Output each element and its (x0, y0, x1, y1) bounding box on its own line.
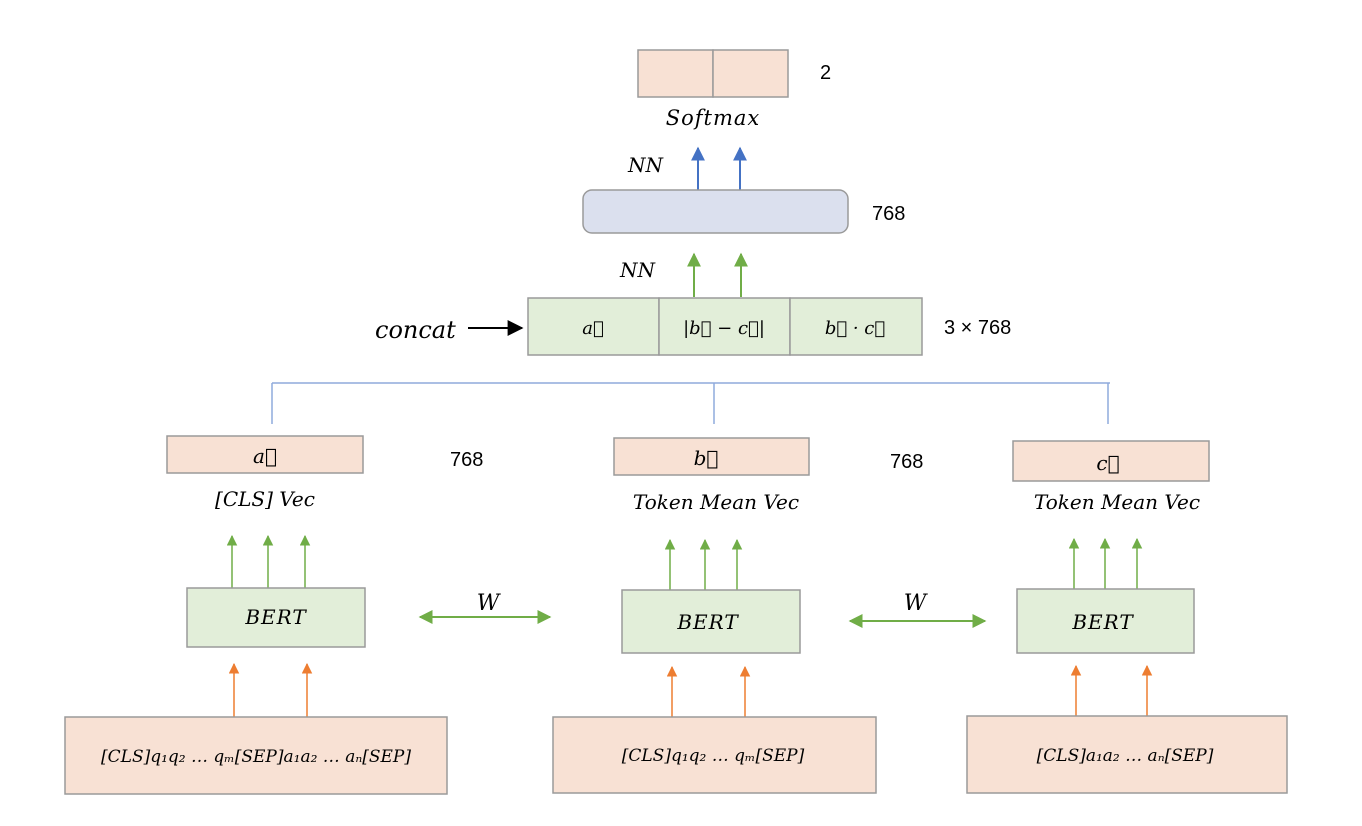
input-text-1: [CLS]q₁q₂ … qₘ[SEP]a₁a₂ … aₙ[SEP] (101, 747, 411, 767)
shared-weight-label-2: W (904, 591, 929, 616)
input-box-1 (64, 716, 448, 795)
concat-cell-a: a⃗ (582, 318, 604, 339)
vector-a-box (166, 435, 364, 474)
concat-label: concat (375, 316, 456, 344)
vector-a-caption: [CLS] Vec (215, 487, 315, 511)
vector-c-caption: Token Mean Vec (1034, 490, 1200, 514)
softmax-label: Softmax (666, 106, 761, 130)
softmax-output-box (637, 49, 789, 98)
bert-label-3: BERT (1071, 610, 1134, 634)
connector-bracket (271, 382, 1110, 424)
vector-a-label: a⃗ (253, 444, 277, 468)
vector-c-label: c⃗ (1096, 451, 1119, 475)
nn-upper-label: NN (627, 153, 665, 177)
softmax-dim-label: 2 (820, 62, 831, 84)
vector-dim-label-1: 768 (450, 449, 483, 471)
nn-lower-label: NN (619, 258, 657, 282)
vector-b-label: b⃗ (694, 446, 719, 470)
vector-c-box (1012, 440, 1210, 482)
concat-cell-abs-diff: |b⃗ − c⃗| (683, 318, 765, 339)
bert-encoder-2 (621, 589, 801, 654)
input-box-2 (552, 716, 877, 794)
vector-dim-label-2: 768 (890, 451, 923, 473)
concat-box (527, 297, 923, 356)
shared-weight-label-1: W (477, 591, 502, 616)
bert-label-2: BERT (676, 610, 739, 634)
input-text-2: [CLS]q₁q₂ … qₘ[SEP] (622, 746, 805, 766)
bert-encoder-1 (186, 587, 366, 648)
concat-dim-label: 3 × 768 (944, 317, 1011, 339)
hidden-dim-label: 768 (872, 203, 905, 225)
hidden-layer-box (582, 189, 849, 234)
bert-label-1: BERT (244, 605, 307, 629)
input-box-3 (966, 715, 1288, 794)
vector-b-box (613, 437, 810, 476)
input-text-3: [CLS]a₁a₂ … aₙ[SEP] (1037, 746, 1214, 766)
bert-encoder-3 (1016, 588, 1195, 654)
vector-b-caption: Token Mean Vec (633, 490, 799, 514)
concat-cell-product: b⃗ · c⃗ (825, 318, 885, 339)
